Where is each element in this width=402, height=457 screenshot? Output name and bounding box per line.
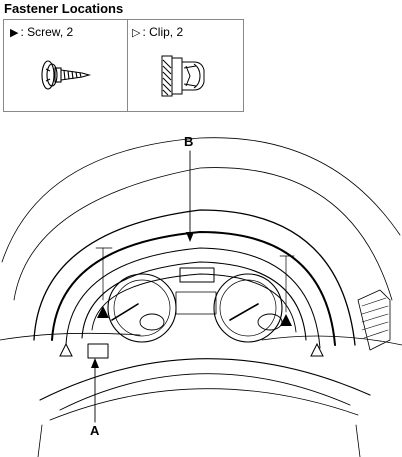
left-gauge-hub — [139, 313, 165, 331]
right-side-vent-slats — [361, 297, 389, 339]
screw-icon — [41, 60, 92, 90]
legend-clip-label: ▷: Clip, 2 — [132, 25, 183, 39]
center-display-lower — [175, 291, 217, 315]
dashboard-outer-contour — [1, 137, 401, 263]
right-gauge — [213, 273, 283, 343]
left-gauge-needle — [111, 303, 139, 321]
fastener-legend: ▶: Screw, 2 ▷: Clip, 2 — [3, 19, 244, 112]
right-gauge-inner — [219, 279, 277, 337]
cluster-fascia-panel — [51, 231, 336, 346]
legend-clip-text: : Clip, 2 — [142, 25, 184, 39]
screw-symbol-icon: ▶ — [10, 27, 19, 39]
legend-screw-text: : Screw, 2 — [20, 25, 74, 39]
switch-panel-a — [87, 343, 109, 359]
cluster-fascia-inner — [65, 247, 321, 349]
dash-lower-left — [0, 332, 141, 341]
clip-marker-icon — [310, 342, 324, 357]
callout-b-arrowhead — [186, 232, 194, 242]
instrument-cluster-window — [91, 273, 297, 333]
legend-screw-label: ▶: Screw, 2 — [10, 25, 73, 39]
steering-wheel-arc-outer — [39, 358, 371, 401]
clip-icon — [161, 55, 205, 97]
cluster-hood-outer — [33, 209, 356, 346]
dashboard-upper-contour — [13, 167, 393, 301]
screw-marker-icon — [280, 314, 292, 326]
page-title: Fastener Locations — [4, 1, 124, 16]
clip-marker-icon — [59, 342, 73, 357]
left-gauge-inner — [113, 279, 171, 337]
callout-b-label: B — [184, 134, 194, 149]
callout-a-arrowhead — [91, 358, 99, 368]
dash-lower-right — [261, 335, 402, 346]
right-gauge-needle — [229, 303, 259, 321]
steering-wheel-arc-inner — [59, 373, 351, 411]
legend-divider — [127, 20, 128, 111]
right-side-vent — [357, 289, 391, 351]
center-display — [179, 267, 215, 283]
callout-a-label: A — [90, 423, 100, 438]
clip-symbol-icon: ▷ — [132, 27, 141, 39]
steering-column-lines — [37, 388, 361, 457]
instrument-cluster-body — [81, 261, 307, 341]
screw-marker-icon — [97, 306, 109, 318]
